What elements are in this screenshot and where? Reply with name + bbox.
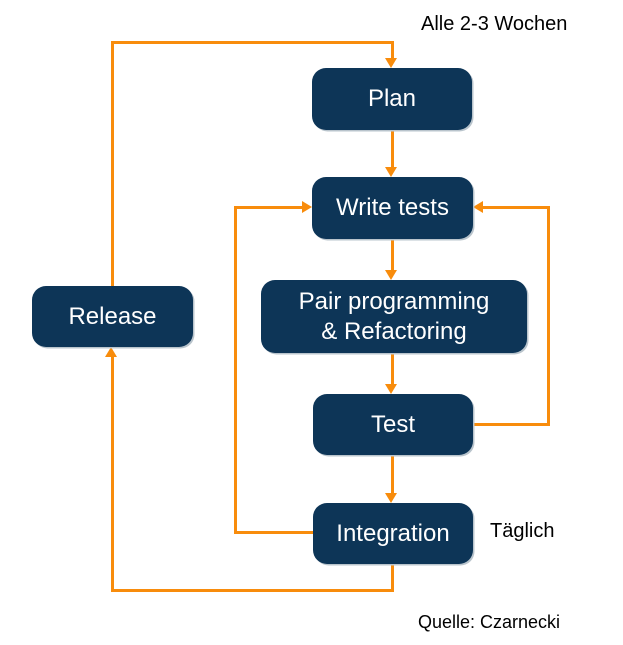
node-test: Test — [313, 394, 473, 455]
daily-frequency-label: Täglich — [490, 520, 555, 542]
edge-integration-writetests-horizontal-top — [234, 206, 302, 209]
node-plan: Plan — [312, 68, 472, 130]
edge-integration-release-vertical-drop — [391, 564, 394, 592]
arrowhead-into-release-icon — [105, 347, 117, 357]
node-pair-label-line1: Pair programming — [298, 287, 490, 315]
edge-test-integration-line — [391, 455, 394, 494]
arrowhead-into-test-icon — [385, 384, 397, 394]
cycle-frequency-label: Alle 2-3 Wochen — [421, 13, 568, 35]
node-pair-label-line2: & Refactoring — [321, 317, 467, 345]
edge-integration-release-vertical-rise — [111, 357, 114, 592]
node-integration-label: Integration — [336, 519, 450, 547]
arrowhead-into-writetests-left-icon — [302, 201, 312, 213]
node-release: Release — [32, 286, 193, 347]
edge-integration-writetests-horizontal-bottom — [234, 531, 313, 534]
edge-pair-test-line — [391, 353, 394, 385]
node-test-label: Test — [370, 410, 415, 438]
edge-writetests-pair-line — [391, 239, 394, 271]
edge-plan-writetests-line — [391, 130, 394, 168]
edge-integration-release-horizontal-bottom — [111, 589, 394, 592]
node-integration: Integration — [313, 503, 473, 564]
node-write-tests: Write tests — [312, 177, 473, 239]
edge-release-plan-horizontal-top — [111, 41, 394, 44]
node-write-tests-label: Write tests — [336, 194, 449, 221]
edge-release-plan-vertical-left — [111, 41, 114, 286]
node-release-label: Release — [68, 302, 157, 330]
arrowhead-into-writetests-top-icon — [385, 167, 397, 177]
arrowhead-into-integration-icon — [385, 493, 397, 503]
arrowhead-into-plan-icon — [385, 58, 397, 68]
edge-test-writetests-vertical — [547, 206, 550, 426]
edge-test-writetests-horizontal-top — [483, 206, 550, 209]
source-credit-label: Quelle: Czarnecki — [418, 612, 561, 632]
arrowhead-into-pair-icon — [385, 270, 397, 280]
edge-test-writetests-horizontal-bottom — [473, 423, 550, 426]
node-plan-label: Plan — [367, 85, 417, 112]
edge-integration-writetests-vertical — [234, 206, 237, 534]
node-pair-programming-refactoring: Pair programming & Refactoring — [261, 280, 527, 353]
edge-release-plan-vertical-drop — [391, 41, 394, 59]
arrowhead-into-writetests-right-icon — [473, 201, 483, 213]
